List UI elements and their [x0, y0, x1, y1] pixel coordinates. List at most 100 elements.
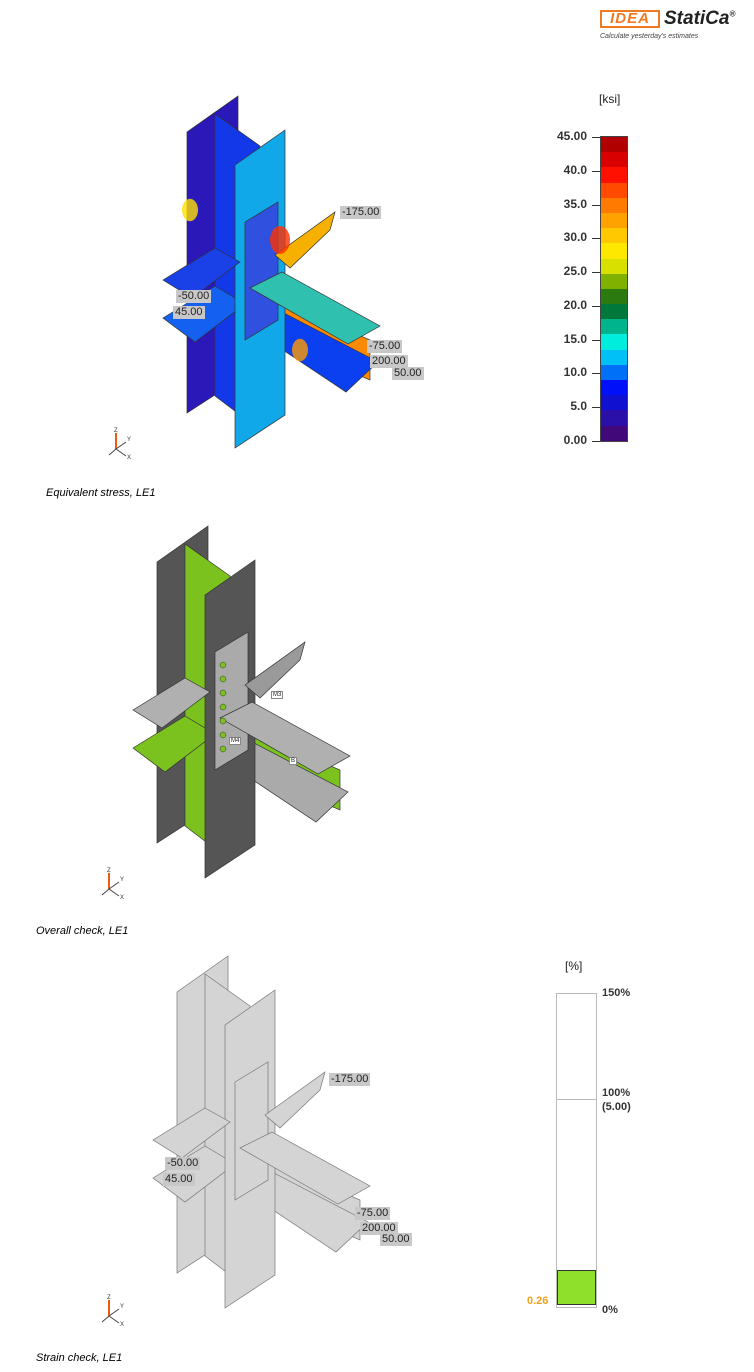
color-band — [601, 334, 627, 350]
svg-text:X: X — [120, 895, 124, 901]
color-band — [601, 410, 627, 426]
color-band — [601, 137, 627, 153]
member-tag: M3 — [271, 691, 284, 699]
overall-check-model — [132, 525, 351, 879]
end-plate — [234, 1061, 269, 1201]
color-band — [601, 228, 627, 244]
figure-caption: Overall check, LE1 — [36, 925, 129, 937]
color-band — [601, 364, 627, 380]
tick-mark — [592, 373, 600, 375]
load-label: -50.00 — [165, 1157, 201, 1170]
bolt-icon — [219, 717, 227, 725]
idea-statica-logo: IDEA StatiCa® Calculate yesterday's esti… — [598, 8, 748, 46]
left-beam-top-flange — [152, 1107, 231, 1159]
stress-tick: 30.0 — [563, 230, 587, 245]
load-label: -175.00 — [340, 206, 382, 219]
strain-bar — [556, 993, 597, 1308]
stress-tick: 45.00 — [556, 129, 587, 143]
axis-triad-icon: Z Y X — [101, 868, 124, 901]
svg-text:Y: Y — [120, 1304, 124, 1310]
right-beam-top-flange — [219, 701, 351, 775]
tick-mark — [592, 441, 600, 442]
end-plate — [244, 201, 279, 341]
svg-text:Z: Z — [114, 428, 118, 434]
color-band — [601, 349, 627, 365]
tick-mark — [592, 407, 600, 409]
stress-tick: 25.0 — [563, 264, 587, 279]
load-label: 200.00 — [370, 355, 408, 368]
tick-mark — [592, 137, 600, 138]
load-label: -50.00 — [176, 290, 212, 303]
bolt-icon — [219, 661, 227, 669]
svg-text:Y: Y — [120, 877, 124, 883]
stress-tick: 15.0 — [563, 331, 587, 346]
color-band — [601, 304, 627, 320]
right-beam-top-flange — [249, 271, 381, 345]
figure-caption: Strain check, LE1 — [36, 1352, 123, 1364]
stress-legend-unit: [ksi] — [599, 92, 621, 106]
stress-hotspot — [292, 338, 308, 362]
tick-mark — [592, 238, 600, 240]
tick-mark — [592, 305, 600, 307]
load-label: 50.00 — [380, 1233, 412, 1246]
color-band — [601, 273, 627, 289]
member-tag: M4 — [229, 737, 242, 745]
load-label: -175.00 — [329, 1073, 371, 1086]
stress-tick: 35.0 — [563, 196, 587, 211]
bolt-icon — [219, 731, 227, 739]
svg-text:Y: Y — [127, 437, 131, 443]
tick-150: 150% — [602, 987, 631, 999]
right-beam-top-flange — [239, 1131, 371, 1205]
stress-tick: 0.00 — [563, 433, 587, 447]
figure-caption: Equivalent stress, LE1 — [46, 487, 156, 499]
color-band — [601, 152, 627, 168]
tick-mark — [592, 272, 600, 274]
tick-100: 100% — [602, 1087, 631, 1099]
bolt-icon — [219, 745, 227, 753]
load-label: 200.00 — [360, 1222, 398, 1235]
color-band — [601, 319, 627, 335]
color-band — [601, 425, 627, 441]
stress-hotspot — [182, 198, 198, 222]
logo-box: IDEA — [600, 10, 660, 28]
strain-legend-unit: [%] — [565, 959, 583, 973]
tick-mark — [592, 339, 600, 341]
bolt-icon — [219, 703, 227, 711]
color-band — [601, 212, 627, 229]
brace — [244, 641, 306, 699]
svg-text:Z: Z — [107, 868, 111, 874]
stress-color-bar — [600, 136, 628, 442]
bolt-icon — [219, 675, 227, 683]
member-tag: B — [289, 757, 298, 765]
load-label: 45.00 — [163, 1173, 195, 1186]
axis-triad-icon: Z Y X — [101, 1295, 124, 1328]
stress-tick: 40.0 — [563, 162, 587, 177]
logo-name: StatiCa® — [664, 8, 736, 29]
tick-mark — [592, 204, 600, 206]
load-label: 45.00 — [173, 306, 205, 319]
color-band — [601, 380, 627, 396]
color-band — [601, 258, 627, 274]
strain-check-model — [152, 955, 371, 1309]
stress-tick: 10.0 — [563, 365, 587, 380]
load-label: 50.00 — [392, 367, 424, 380]
svg-text:Z: Z — [107, 1295, 111, 1301]
brace — [264, 1071, 326, 1129]
brace — [274, 211, 336, 269]
svg-text:X: X — [120, 1322, 124, 1328]
strain-value: 0.26 — [527, 1295, 549, 1307]
limit-line — [557, 1099, 596, 1100]
tick-limit: (5.00) — [602, 1101, 631, 1113]
color-band — [601, 395, 627, 411]
tick-0: 0% — [602, 1304, 618, 1316]
svg-text:X: X — [127, 455, 131, 461]
color-band — [601, 243, 627, 259]
load-label: -75.00 — [355, 1207, 391, 1220]
color-band — [601, 167, 627, 183]
stress-tick: 20.0 — [563, 297, 587, 312]
equivalent-stress-model — [162, 95, 381, 449]
load-label: -75.00 — [367, 340, 403, 353]
tick-mark — [592, 170, 600, 172]
logo-tagline: Calculate yesterday's estimates — [600, 33, 699, 40]
